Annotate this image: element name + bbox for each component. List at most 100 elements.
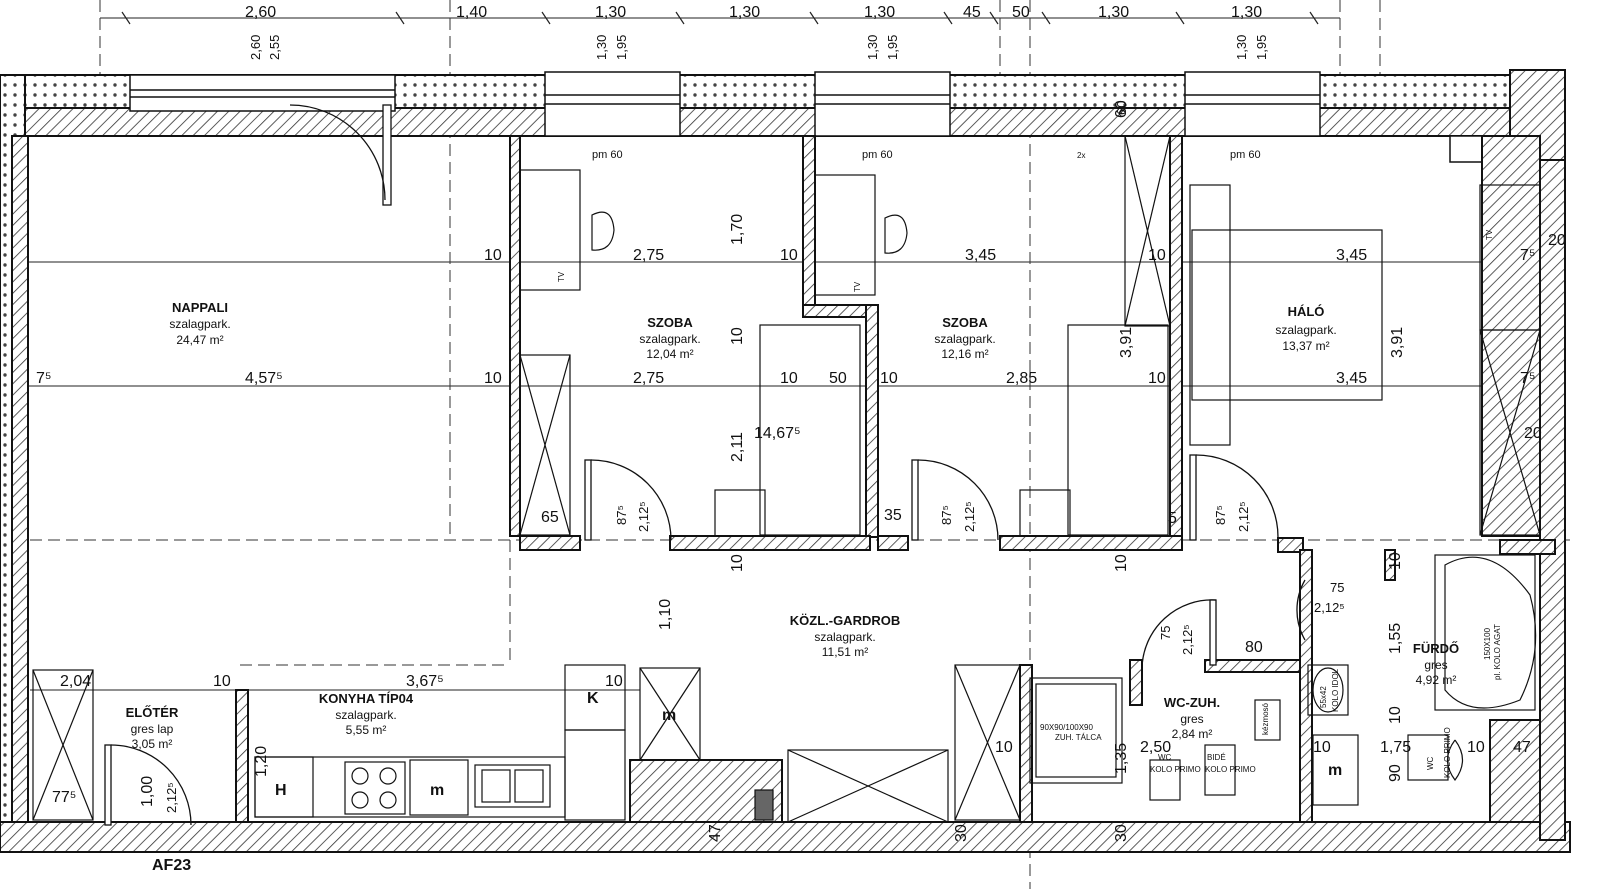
dim-v-12: 10	[1113, 554, 1130, 572]
room-floor-konyha: szalagpark.	[335, 708, 396, 722]
room-name-szoba1: SZOBA	[647, 315, 693, 330]
dim-v-9: 2,12⁵	[164, 782, 179, 813]
dim-v-2: 2,11	[729, 432, 746, 462]
kitchen-sink	[474, 764, 551, 808]
row2-dimensions: 7⁵ 4,57⁵ 10 2,75 10 50 10 2,85 10 3,45 7…	[36, 370, 1536, 387]
dim-m-7: 2,12⁵	[962, 501, 977, 532]
wc2-label: WC	[1426, 756, 1435, 770]
room-area-nappali: 24,47 m²	[176, 333, 223, 347]
stove-tag: H	[275, 782, 287, 799]
desk-szoba1	[519, 169, 581, 291]
room-labels: NAPPALI szalagpark. 24,47 m² SZOBA szala…	[126, 300, 1459, 751]
dimension-lines	[0, 17, 1565, 691]
dim-v-8: 1,00	[139, 776, 156, 807]
room-area-furdo: 4,92 m²	[1416, 673, 1457, 687]
wc2-sub: KOLO PRIMO	[1443, 727, 1452, 778]
dim-v-6: 1,55	[1387, 623, 1404, 654]
sink-sub: KOLO IDOL	[1331, 668, 1340, 712]
dim-r2-0: 7⁵	[36, 370, 52, 387]
window-height-labels: 2,60 2,55 1,30 1,95 1,30 1,95 1,30 1,95	[248, 35, 1269, 60]
dim-m-19: 3,67⁵	[406, 673, 444, 690]
tub-sub: pl. KOLO AGAT	[1493, 624, 1502, 680]
dim-v-1: 10	[729, 327, 746, 345]
dim-v-19: 60	[1113, 100, 1130, 118]
door-nappali-balcony	[382, 104, 392, 206]
gardrob-unit	[787, 749, 949, 823]
dim-m-2: 35	[884, 507, 902, 524]
dim-v-10: 90	[1387, 764, 1404, 782]
dim-m-25: 10	[1467, 739, 1485, 756]
dim-r2-4: 10	[780, 370, 798, 387]
win-h-2b: 1,95	[614, 35, 629, 60]
stove	[344, 761, 406, 815]
furdo-cab-tag: m	[1328, 762, 1342, 779]
room-floor-szoba1: szalagpark.	[639, 332, 700, 346]
room-name-szoba2: SZOBA	[942, 315, 988, 330]
dim-v-16: 30	[953, 824, 970, 842]
chair-icon	[591, 211, 615, 251]
dim-m-12: 75	[1330, 580, 1344, 595]
bidet-label: BIDÉ	[1207, 753, 1226, 762]
shaft-tag: m	[662, 707, 676, 724]
dim-m-13: 2,12⁵	[1314, 600, 1345, 615]
tv-icon-3: TV	[1485, 229, 1494, 240]
dimension-ticks	[121, 11, 1319, 25]
window-notes: pm 60 pm 60 pm 60 60	[592, 101, 1261, 161]
dim-r2-6: 10	[880, 370, 898, 387]
dim-v-7: 1,20	[253, 746, 270, 777]
dim-r2-3: 2,75	[633, 370, 664, 387]
shaft-2	[954, 664, 1021, 821]
wc1-sub: KOLO PRIMO	[1150, 765, 1201, 774]
dim-top-4: 1,30	[729, 4, 760, 21]
tall-unit	[254, 756, 314, 818]
dim-m-5: 2,12⁵	[636, 501, 651, 532]
dim-m-1: 65	[541, 509, 559, 526]
top-dimension-labels: 2,60 1,40 1,30 1,30 1,30 45 50 1,30 1,30	[245, 4, 1262, 21]
room-floor-halo: szalagpark.	[1275, 323, 1336, 337]
room-area-eloter: 3,05 m²	[132, 737, 173, 751]
bed-szoba2	[1067, 324, 1169, 536]
shower-tray	[1029, 677, 1123, 784]
dim-m-15: 2,12⁵	[1180, 624, 1195, 655]
doors	[104, 104, 1306, 826]
dim-m-18: 10	[213, 673, 231, 690]
dim-m-8: 87⁵	[1213, 505, 1228, 525]
dim-m-11: 20	[1524, 425, 1542, 442]
win-h-4b: 1,95	[1254, 35, 1269, 60]
dim-m-24: 1,75	[1380, 739, 1411, 756]
window-note-3: pm 60	[1230, 149, 1261, 161]
door-szoba2	[911, 459, 919, 541]
door-szoba1	[584, 459, 592, 541]
cabinet-tag: m	[430, 782, 444, 799]
dim-m-22: 2,50	[1140, 739, 1171, 756]
dim-r2-1: 4,57⁵	[245, 370, 283, 387]
dim-m-23: 10	[1313, 739, 1331, 756]
dim-r2-8: 10	[1148, 370, 1166, 387]
door-eloter	[104, 744, 112, 826]
dim-top-2: 1,40	[456, 4, 487, 21]
shower-sub: ZUH. TÁLCA	[1055, 733, 1102, 742]
misc-dimensions: 14,67⁵ 65 35 5 87⁵ 2,12⁵ 87⁵ 2,12⁵ 87⁵ 2…	[52, 232, 1566, 806]
shaft	[639, 667, 701, 761]
wardrobe-szoba1	[519, 354, 571, 536]
dim-top-3: 1,30	[595, 4, 626, 21]
room-area-wczuh: 2,84 m²	[1172, 727, 1213, 741]
tv-icon-2: TV	[853, 281, 862, 292]
dim-v-0: 1,70	[729, 214, 746, 245]
dim-m-17: 2,04	[60, 673, 91, 690]
win-h-1a: 2,60	[248, 35, 263, 60]
row1-dimensions: 10 2,75 10 3,45 10 3,45 7⁵	[484, 247, 1536, 264]
win-h-3a: 1,30	[865, 35, 880, 60]
room-floor-szoba2: szalagpark.	[934, 332, 995, 346]
room-floor-kozl: szalagpark.	[814, 630, 875, 644]
room-floor-furdo: gres	[1424, 658, 1447, 672]
dim-v-18: 47	[707, 824, 724, 842]
sink-label: 55x42	[1319, 686, 1328, 708]
room-area-szoba1: 12,04 m²	[646, 347, 693, 361]
win-h-4a: 1,30	[1234, 35, 1249, 60]
kitchen-cabinet	[409, 759, 469, 816]
room-area-konyha: 5,55 m²	[346, 723, 387, 737]
dim-m-0: 14,67⁵	[754, 425, 801, 442]
dim-r1-4: 10	[1148, 247, 1166, 264]
dim-m-6: 87⁵	[939, 505, 954, 525]
